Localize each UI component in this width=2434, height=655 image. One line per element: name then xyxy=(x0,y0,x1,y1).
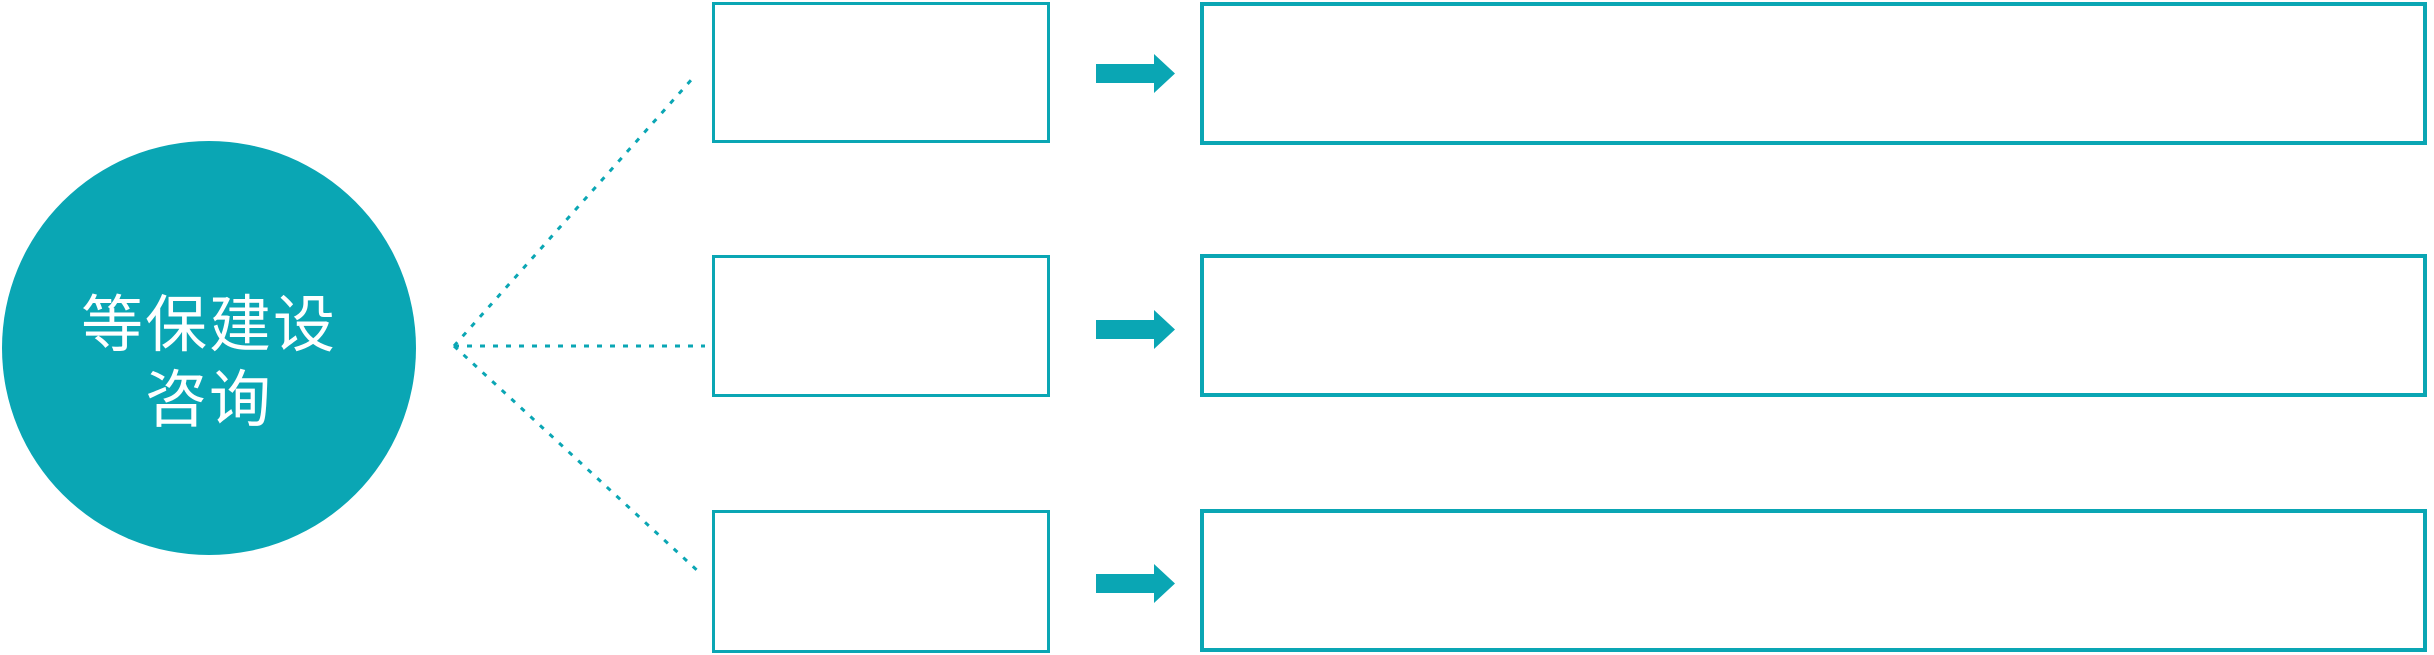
detail-box-1 xyxy=(1200,2,2427,145)
detail-box-3 xyxy=(1200,509,2427,652)
step-box-3 xyxy=(712,510,1050,653)
hub-circle: 等保建设 咨询 xyxy=(2,141,416,555)
right-arrow-icon xyxy=(1096,564,1175,603)
step-box-2 xyxy=(712,255,1050,397)
connector-line-bottom xyxy=(452,344,702,575)
right-arrow-icon xyxy=(1096,54,1175,93)
connector-line-top xyxy=(452,78,694,347)
hub-label-line1: 等保建设 xyxy=(80,288,337,361)
step-box-1 xyxy=(712,2,1050,143)
hub-label-line2: 咨询 xyxy=(144,363,273,436)
right-arrow-icon xyxy=(1096,310,1175,349)
detail-box-2 xyxy=(1200,254,2427,397)
hub-circle-label: 等保建设 咨询 xyxy=(81,287,337,437)
